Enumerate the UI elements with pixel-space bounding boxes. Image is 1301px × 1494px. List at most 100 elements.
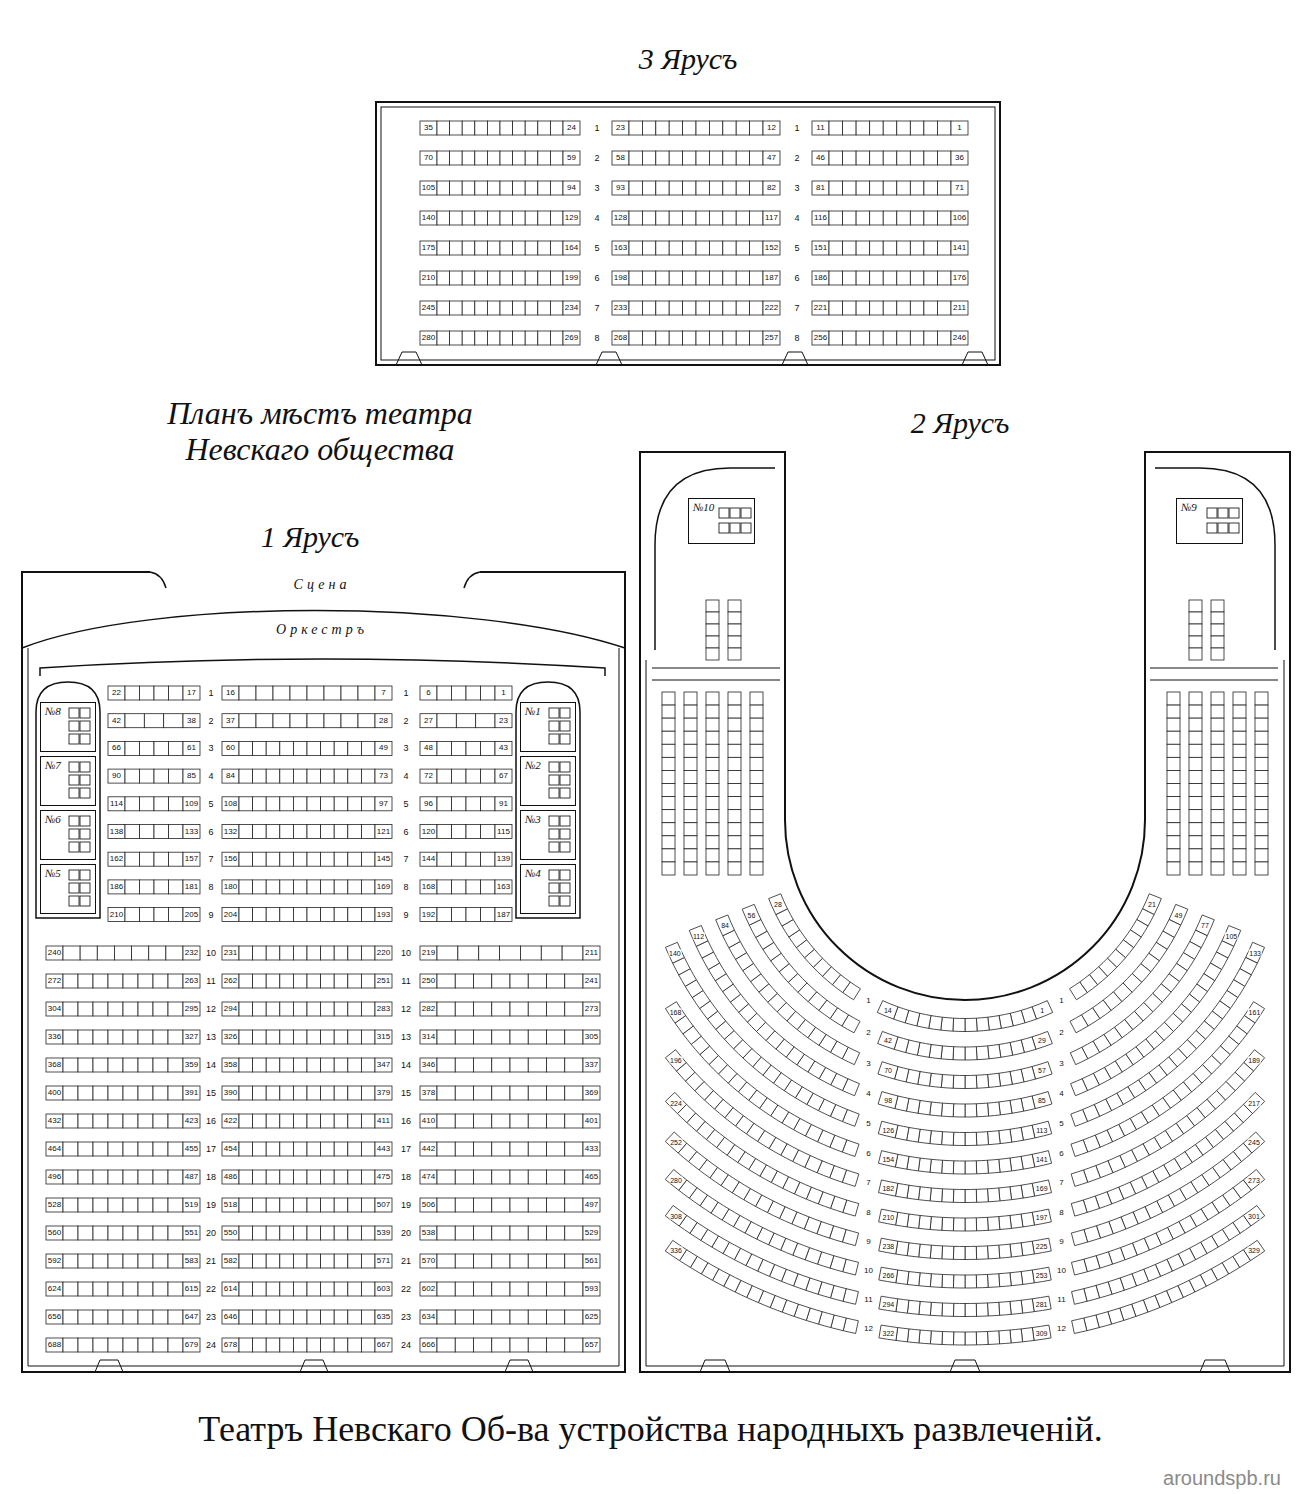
seat-row [689,926,859,1096]
seat [253,1086,267,1100]
row-number: 6 [594,274,600,283]
seat-row [1070,915,1214,1065]
seat-row [812,331,968,345]
seat [46,1114,63,1128]
seat-row [665,1240,858,1333]
seat [93,1002,108,1016]
seat [612,121,629,135]
seat [475,121,488,135]
seat-row [420,686,512,700]
seat [683,211,696,225]
seat [487,181,500,195]
seat [728,636,741,648]
seat [222,1058,239,1072]
seat [988,1188,1000,1202]
seat [290,686,307,700]
seat [78,1170,93,1184]
seat [46,1338,63,1352]
seat [528,1086,546,1100]
box-seat [80,896,90,906]
seat [361,852,375,866]
seat [375,974,392,988]
seat [138,1002,153,1016]
seat [437,331,450,345]
seat [629,121,642,135]
seat [528,1338,546,1352]
seat [239,1170,253,1184]
seat [361,1254,375,1268]
seat-row [769,894,861,1000]
seat [437,181,450,195]
seat [108,1086,123,1100]
seat [280,825,294,839]
seat [683,301,696,315]
box-seat [560,708,570,718]
seat [736,181,749,195]
seat-row [108,741,200,755]
seat [547,1198,565,1212]
box-seat [560,842,570,852]
seat [510,1198,528,1212]
seat [728,600,741,612]
seat [266,974,280,988]
seat [334,946,348,960]
seat [547,1058,565,1072]
seat [321,769,335,783]
seat [108,797,125,811]
tier-inner-wall [28,648,619,1366]
seat-number: 35 [424,124,434,132]
seat [290,714,307,728]
seat [140,852,155,866]
seat [856,301,870,315]
seat [321,1198,335,1212]
seat-row [108,769,200,783]
row-number: 4 [794,214,800,223]
seat [684,784,697,797]
seat-column [1233,692,1246,875]
seat [1032,1325,1051,1340]
seat [942,1132,954,1146]
seat [361,1002,375,1016]
seat [976,1160,988,1174]
seat [78,1282,93,1296]
gallery-wall [655,468,1275,650]
seat [525,151,538,165]
seat [910,211,924,225]
seat [896,1328,909,1342]
seat [169,686,184,700]
seat [348,769,362,783]
seat [183,852,200,866]
seat [293,1086,307,1100]
seat-number: 176 [952,274,966,282]
seat-column [684,692,697,875]
box-seat [560,734,570,744]
seat-row [222,1170,392,1184]
seat [528,1030,546,1044]
seat-number: 129 [564,214,578,222]
seat [1233,849,1246,862]
seat [696,181,709,195]
seat [563,181,580,195]
seat [222,1030,239,1044]
seat [750,836,763,849]
seat [988,1016,1002,1031]
seat [475,301,488,315]
seat [629,211,642,225]
seat [706,757,719,770]
seat [183,797,200,811]
seat [547,1226,565,1240]
seat [999,1244,1012,1258]
seat [375,686,392,700]
seat [93,1198,108,1212]
seat [684,757,697,770]
seat-column [1167,692,1180,875]
seat [924,271,938,285]
seat [742,904,761,925]
seat [492,1282,510,1296]
seat [656,121,669,135]
seat [929,1073,942,1087]
seat [879,1296,898,1311]
seat [420,211,437,225]
seat [253,769,267,783]
seat-number: 59 [567,154,577,162]
